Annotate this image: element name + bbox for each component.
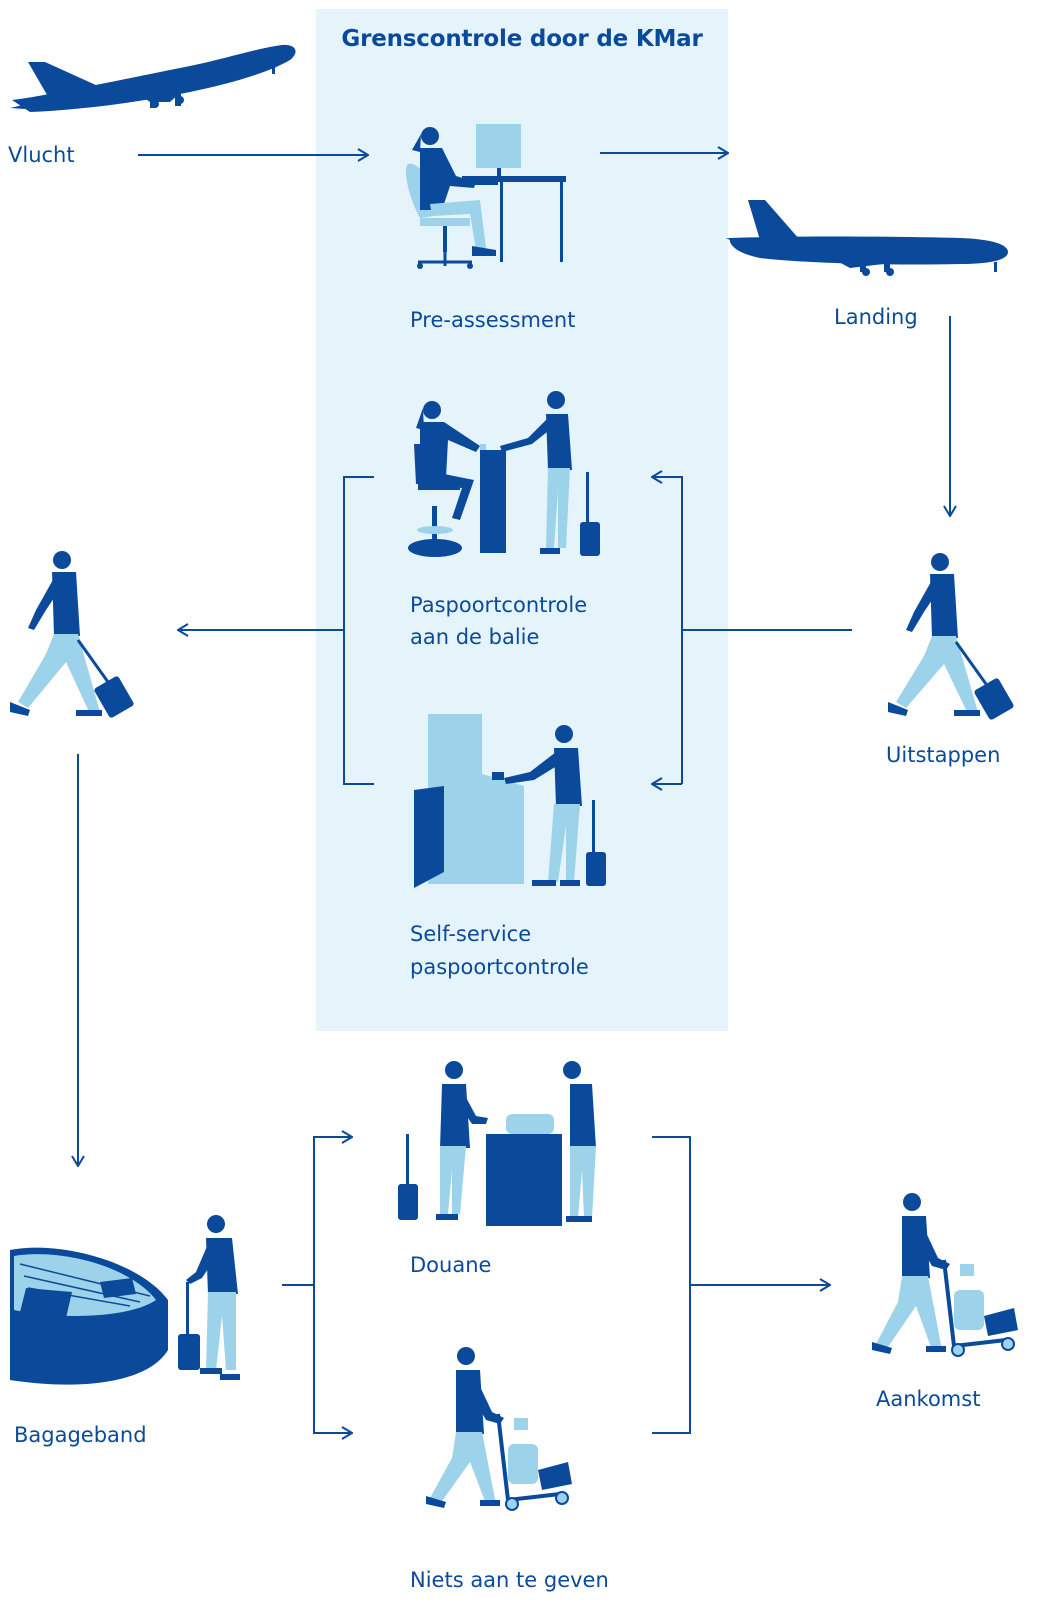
arrow-to-niets	[313, 1285, 352, 1433]
customs-icon	[398, 1061, 596, 1226]
arrow-to-passport-desk	[652, 477, 683, 784]
label-paspoortcontrole-line2: aan de balie	[410, 625, 540, 649]
label-uitstappen: Uitstappen	[886, 743, 1001, 767]
pre-assessment-desk-icon	[405, 124, 566, 269]
label-landing: Landing	[834, 305, 918, 329]
label-douane: Douane	[410, 1253, 492, 1277]
arrival-traveller-icon	[872, 1193, 1018, 1357]
baggage-carousel-icon	[10, 1215, 240, 1385]
label-self-service-line1: Self-service	[410, 922, 532, 946]
flow-connectors	[78, 153, 950, 1433]
label-paspoortcontrole-line1: Paspoortcontrole	[410, 593, 588, 617]
label-bagageband: Bagageband	[14, 1423, 147, 1447]
bracket-control-exits	[343, 476, 374, 785]
label-aankomst: Aankomst	[876, 1387, 981, 1411]
departing-airplane-icon	[10, 44, 296, 112]
passport-desk-icon	[408, 391, 600, 557]
self-service-kiosk-icon	[414, 714, 606, 888]
bracket-customs-exits	[652, 1136, 691, 1434]
arrow-to-douane	[313, 1137, 352, 1285]
walking-traveller-right-icon	[888, 553, 1014, 720]
nothing-to-declare-icon	[426, 1347, 572, 1511]
label-vlucht: Vlucht	[8, 143, 75, 167]
landing-airplane-icon	[726, 200, 1008, 276]
panel-title: Grenscontrole door de KMar	[341, 26, 703, 52]
label-pre-assessment: Pre-assessment	[410, 308, 576, 332]
label-niets-aan-te-geven: Niets aan te geven	[410, 1568, 609, 1592]
label-self-service-line2: paspoortcontrole	[410, 955, 589, 979]
walking-traveller-left-icon	[10, 551, 134, 718]
